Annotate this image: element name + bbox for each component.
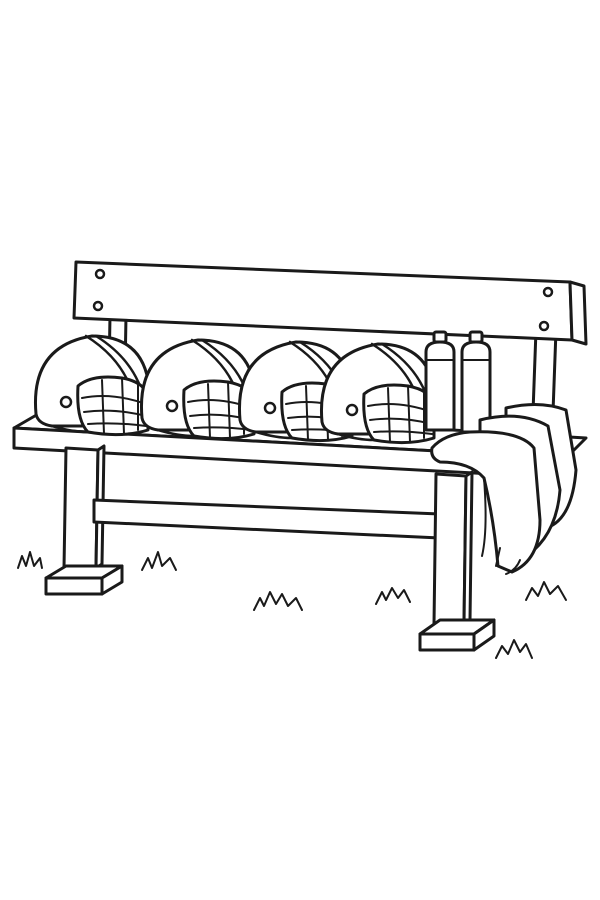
leg-left-foot-side [100, 564, 124, 596]
grass-tuft [525, 581, 567, 601]
bench-legs [44, 444, 496, 652]
backrest-board [72, 260, 574, 342]
leg-stretcher [92, 498, 442, 540]
folded-towels [430, 403, 578, 575]
water-bottle [460, 330, 492, 434]
water-bottle [424, 330, 456, 432]
backrest-bolt [92, 300, 104, 312]
leg-right [432, 472, 468, 626]
water-bottles [424, 330, 492, 434]
towel-front [430, 430, 542, 574]
grass-tuft [375, 587, 411, 605]
leg-right-foot [418, 632, 476, 652]
football-helmet [33, 334, 150, 437]
grass-tuft [141, 551, 177, 571]
helmets [33, 334, 436, 445]
backrest-bolt [94, 268, 106, 280]
grass-tuft [495, 639, 533, 659]
backrest-board-edge [568, 280, 588, 346]
backrest-bolt [538, 320, 550, 332]
leg-left-foot [44, 576, 104, 596]
grass-tuft [253, 591, 303, 611]
leg-right-foot-side [472, 618, 496, 652]
grass-tuft [17, 551, 43, 569]
backrest-bolt [542, 286, 554, 298]
grass-tufts [17, 551, 567, 659]
leg-right-side [462, 470, 474, 626]
football-helmet [139, 338, 256, 441]
